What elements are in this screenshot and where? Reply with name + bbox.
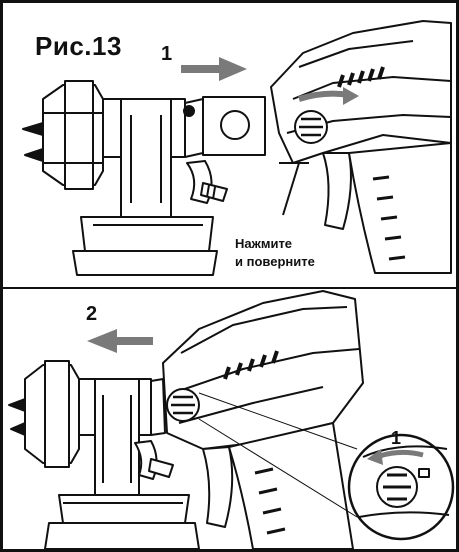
top-rotate-arrow xyxy=(298,87,359,105)
caption-line-1: Нажмите xyxy=(235,236,293,251)
caption-line-2: и поверните xyxy=(235,254,315,269)
arrow-right-1 xyxy=(181,57,247,81)
instruction-caption: Нажмите и поверните xyxy=(235,235,315,271)
detail-step-label: 1 xyxy=(391,428,402,448)
panel-divider xyxy=(3,287,456,289)
top-gun-body-closeup xyxy=(270,20,452,274)
bottom-gun-body xyxy=(162,290,364,549)
illustration xyxy=(8,20,455,549)
detail-leader-lines xyxy=(198,392,358,518)
detail-inset xyxy=(347,433,455,541)
step-2-label: 2 xyxy=(86,303,98,325)
figure-title: Рис.13 xyxy=(35,31,122,61)
arrow-left-2 xyxy=(87,329,153,353)
bottom-sprayer-head xyxy=(8,360,200,549)
top-sprayer-head xyxy=(22,80,266,276)
step-1-label: 1 xyxy=(161,43,173,65)
